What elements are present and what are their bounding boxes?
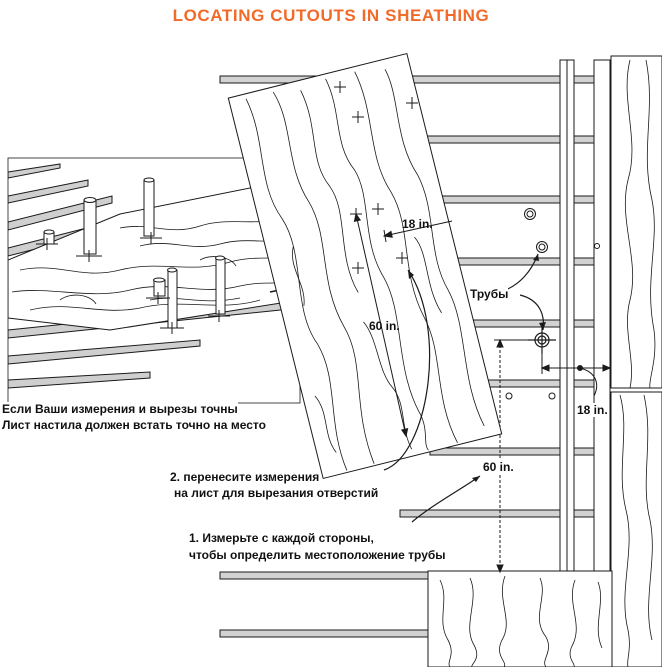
target-pipe-icon	[528, 326, 556, 354]
arrowheads	[408, 254, 546, 482]
dimension-60-upper	[353, 212, 409, 438]
dimension-60-upper-label: 60 in.	[369, 319, 400, 333]
step-2-line-2: на лист для вырезания отверстий	[174, 486, 379, 500]
dimension-60-lower-label: 60 in.	[483, 460, 514, 474]
pipes-label: Трубы	[470, 287, 509, 301]
dimension-60-lower	[494, 338, 528, 574]
installed-sheathing-bottom	[427, 570, 613, 667]
page-title: LOCATING CUTOUTS IN SHEATHING	[172, 6, 490, 25]
installed-sheathing-right	[610, 55, 662, 667]
fit-note-line-2: Лист настила должен встать точно на мест…	[2, 418, 266, 432]
inset-view	[8, 158, 300, 403]
dimension-18-lower	[540, 354, 612, 397]
dimension-18-upper-label: 18 in.	[402, 217, 433, 231]
step-1-line-1: 1. Измерьте с каждой стороны,	[189, 531, 374, 545]
dimension-18-upper	[382, 220, 453, 243]
dimension-18-lower-label: 18 in.	[577, 403, 608, 417]
step-2-line-1: 2. перенесите измерения	[170, 470, 320, 484]
tilted-sheathing-sheet	[227, 52, 503, 480]
fit-note-line-1: Если Ваши измерения и вырезы точны	[2, 402, 238, 416]
framing-beams	[559, 59, 611, 667]
pipe-openings	[505, 208, 600, 400]
step-1-line-2: чтобы определить местоположение трубы	[189, 548, 446, 562]
